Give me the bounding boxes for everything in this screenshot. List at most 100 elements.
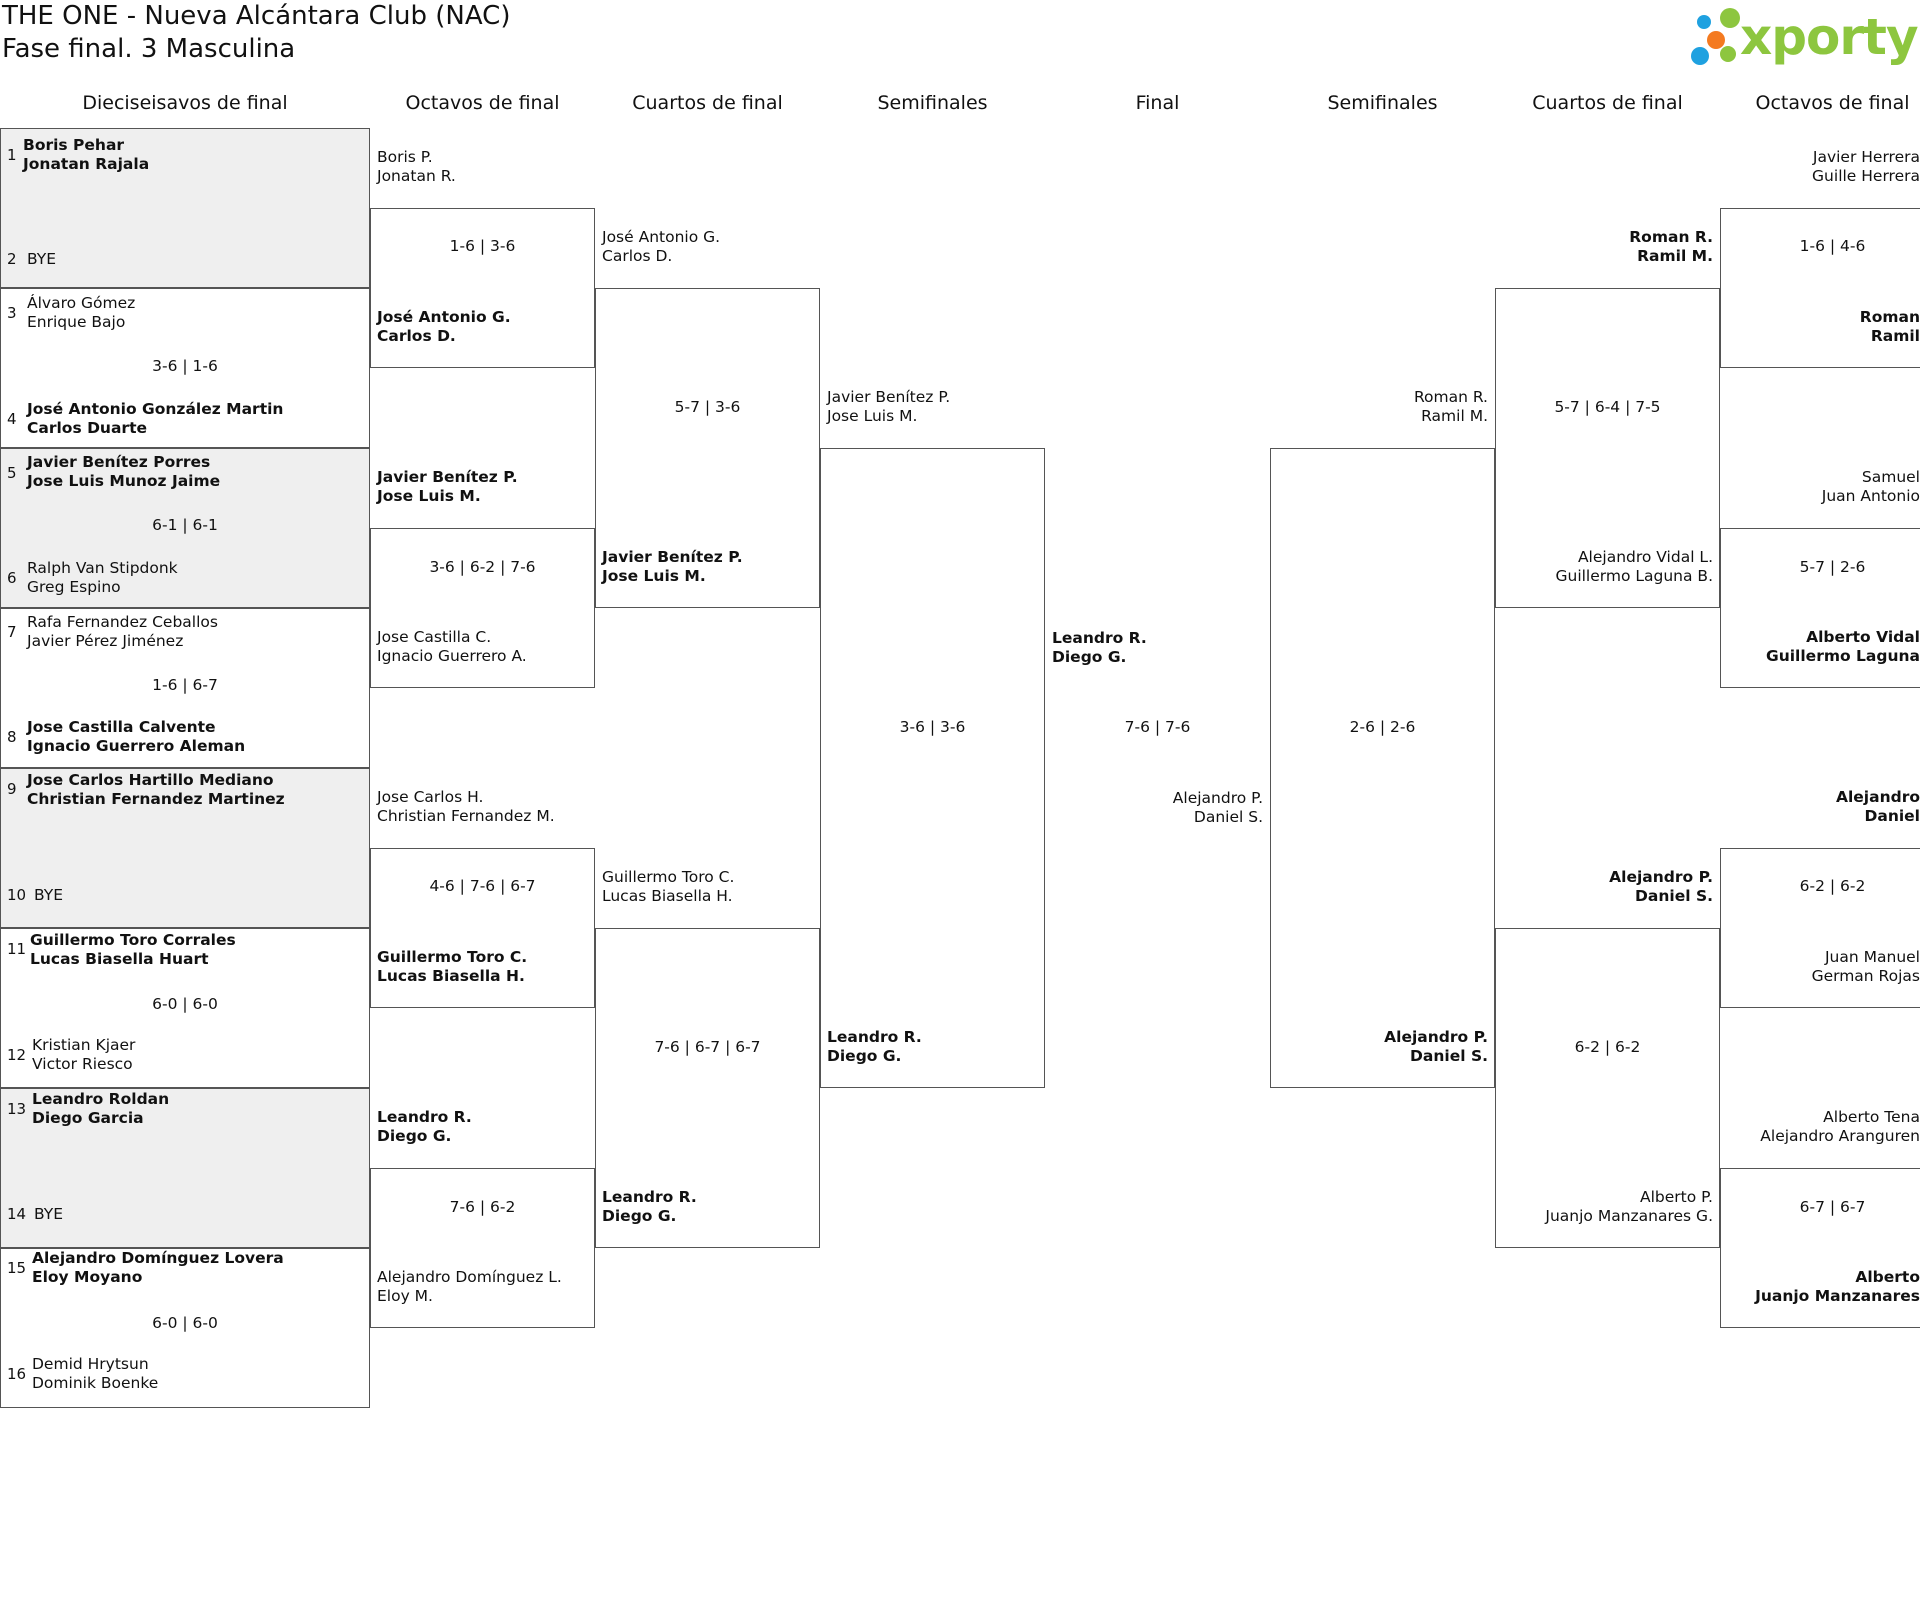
player-name: Alejandro Domínguez L. bbox=[377, 1268, 562, 1286]
seed-number: 8 bbox=[7, 728, 17, 746]
player-name: Victor Riesco bbox=[32, 1055, 133, 1073]
seed-number: 4 bbox=[7, 410, 17, 428]
rs-match-1 bbox=[1270, 448, 1495, 1088]
player-name: Leandro R. bbox=[827, 1028, 922, 1046]
player-name: Alejandro P. bbox=[1384, 1028, 1488, 1046]
match-score: 1-6 | 6-7 bbox=[152, 676, 218, 694]
player-name: José Antonio G. bbox=[602, 228, 721, 246]
seed-number: 6 bbox=[7, 569, 17, 587]
player-name: Boris P. bbox=[377, 148, 433, 166]
finalist-name: Alejandro P. bbox=[1172, 789, 1263, 807]
match-score: 7-6 | 6-7 | 6-7 bbox=[654, 1038, 761, 1056]
seed-number: 7 bbox=[7, 623, 17, 641]
match-score: 6-7 | 6-7 bbox=[1799, 1198, 1866, 1216]
seed-number: 5 bbox=[7, 464, 17, 482]
player-name: BYE bbox=[34, 1205, 64, 1223]
player-name: Javier Benítez P. bbox=[377, 468, 518, 486]
player-name: Juan Manuel bbox=[1824, 948, 1920, 966]
player-name: Javier Benítez P. bbox=[602, 548, 743, 566]
match-score: 6-0 | 6-0 bbox=[152, 1314, 218, 1332]
player-name: Daniel S. bbox=[1410, 1047, 1488, 1065]
match-score: 6-1 | 6-1 bbox=[152, 516, 218, 534]
player-name: Javier Benítez Porres bbox=[27, 453, 211, 471]
player-name: Álvaro Gómez bbox=[27, 294, 136, 312]
header-round-16-right: Octavos de final bbox=[1755, 92, 1910, 114]
player-name: Guillermo Toro C. bbox=[602, 868, 735, 886]
player-name: Kristian Kjaer bbox=[32, 1036, 136, 1054]
player-name: Guillermo Laguna B. bbox=[1555, 567, 1713, 585]
match-score: 1-6 | 4-6 bbox=[1799, 237, 1866, 255]
player-name: Boris Pehar bbox=[23, 136, 125, 154]
player-name: Guillermo Toro C. bbox=[377, 948, 528, 966]
r2-match-4 bbox=[370, 1168, 595, 1328]
match-score: 4-6 | 7-6 | 6-7 bbox=[429, 877, 536, 895]
player-name: Ralph Van Stipdonk bbox=[27, 559, 178, 577]
match-score: 3-6 | 3-6 bbox=[899, 718, 966, 736]
player-name: Guillermo Toro Corrales bbox=[30, 931, 236, 949]
finalist-name: Diego G. bbox=[1052, 648, 1127, 666]
header-semis-right: Semifinales bbox=[1327, 92, 1438, 114]
rq-match-2 bbox=[1495, 928, 1720, 1248]
header-round-32: Dieciseisavos de final bbox=[82, 92, 288, 114]
player-name: Javier Herrera bbox=[1812, 148, 1920, 166]
player-name: Roman R. bbox=[1413, 388, 1488, 406]
player-name: Jose Carlos H. bbox=[377, 788, 484, 806]
xporty-logo[interactable]: xporty bbox=[1690, 4, 1920, 74]
logo-text: xporty bbox=[1740, 8, 1919, 66]
player-name: Diego G. bbox=[827, 1047, 902, 1065]
player-name: Jose Luis M. bbox=[602, 567, 706, 585]
player-name: Diego G. bbox=[377, 1127, 452, 1145]
player-name: Eloy Moyano bbox=[32, 1268, 143, 1286]
r1-match-2 bbox=[0, 288, 370, 448]
seed-number: 13 bbox=[7, 1100, 27, 1118]
match-score: 3-6 | 1-6 bbox=[152, 357, 218, 375]
player-name: Juanjo Manzanares G. bbox=[1545, 1207, 1713, 1225]
header-semis-left: Semifinales bbox=[877, 92, 988, 114]
finalist-name: Daniel S. bbox=[1193, 808, 1263, 826]
match-score: 5-7 | 2-6 bbox=[1799, 558, 1866, 576]
player-name: Ramil bbox=[1870, 327, 1920, 345]
r1-match-5 bbox=[0, 768, 370, 928]
finalist-name: Leandro R. bbox=[1052, 629, 1147, 647]
player-name: Alberto bbox=[1855, 1268, 1920, 1286]
player-name: BYE bbox=[34, 886, 64, 904]
player-name: Diego Garcia bbox=[32, 1109, 144, 1127]
player-name: Leandro Roldan bbox=[32, 1090, 170, 1108]
player-name: Alejandro P. bbox=[1609, 868, 1713, 886]
player-name: Diego G. bbox=[602, 1207, 677, 1225]
player-name: Roman R. bbox=[1629, 228, 1713, 246]
page-subtitle: Fase final. 3 Masculina bbox=[2, 34, 296, 64]
player-name: Ramil M. bbox=[1637, 247, 1713, 265]
player-name: Lucas Biasella Huart bbox=[30, 950, 209, 968]
seed-number: 10 bbox=[7, 886, 27, 904]
player-name: Dominik Boenke bbox=[32, 1374, 159, 1392]
r1-match-4 bbox=[0, 608, 370, 768]
player-name: Javier Pérez Jiménez bbox=[27, 632, 184, 650]
r1-match-1 bbox=[0, 128, 370, 288]
r1-match-7 bbox=[0, 1088, 370, 1248]
player-name: Ignacio Guerrero Aleman bbox=[27, 737, 246, 755]
r2-match-2 bbox=[370, 528, 595, 688]
player-name: Christian Fernandez M. bbox=[377, 807, 555, 825]
match-score: 5-7 | 6-4 | 7-5 bbox=[1554, 398, 1661, 416]
player-name: Enrique Bajo bbox=[27, 313, 126, 331]
player-name: Jose Carlos Hartillo Mediano bbox=[27, 771, 274, 789]
player-name: Alberto P. bbox=[1639, 1188, 1713, 1206]
player-name: German Rojas bbox=[1811, 967, 1920, 985]
match-score: 2-6 | 2-6 bbox=[1349, 718, 1416, 736]
player-name: Jose Luis M. bbox=[377, 487, 481, 505]
final-score: 7-6 | 7-6 bbox=[1124, 718, 1191, 736]
player-name: Lucas Biasella H. bbox=[377, 967, 525, 985]
player-name: Guillermo Laguna bbox=[1765, 647, 1920, 665]
match-score: 6-2 | 6-2 bbox=[1799, 877, 1866, 895]
seed-number: 12 bbox=[7, 1046, 27, 1064]
r3-match-1 bbox=[595, 288, 820, 608]
player-name: Eloy M. bbox=[377, 1287, 433, 1305]
player-name: Greg Espino bbox=[27, 578, 121, 596]
r3-match-2 bbox=[595, 928, 820, 1248]
seed-number: 16 bbox=[7, 1365, 27, 1383]
player-name: Alejandro bbox=[1835, 788, 1920, 806]
player-name: Juanjo Manzanares bbox=[1755, 1287, 1920, 1305]
player-name: Jose Luis M. bbox=[827, 407, 918, 425]
player-name: Jose Castilla C. bbox=[377, 628, 492, 646]
